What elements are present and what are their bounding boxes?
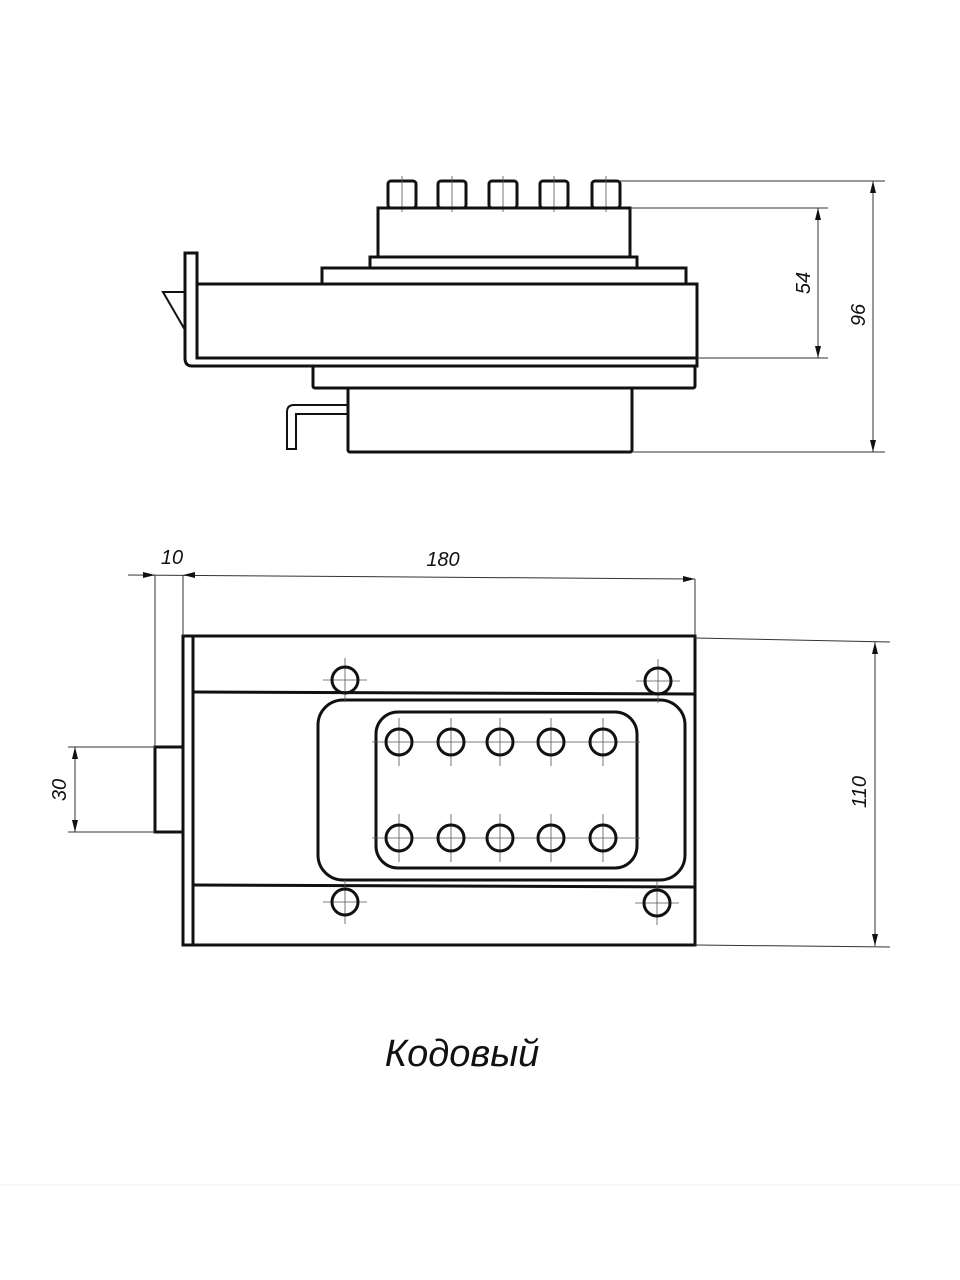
side-view: 54 96 [161,176,885,454]
dimension-label-10: 10 [161,547,183,569]
key-hole [536,823,566,853]
mounting-hole [330,887,360,917]
lower-flange [311,364,697,390]
dimension-label-110: 110 [849,776,871,808]
dimension-label-30: 30 [49,779,71,801]
keypad-housing [376,206,632,259]
keypad-holes [372,718,640,862]
key-hole [436,823,466,853]
mounting-hole [643,666,673,696]
keypad-frame [316,698,687,882]
key-hole [384,823,414,853]
mounting-holes [323,658,680,925]
bolt [153,745,185,834]
lock-body-outline [181,634,697,947]
key-hole [384,727,414,757]
lock-body [195,282,699,360]
dimension-label-54: 54 [793,272,815,294]
key-hole [588,727,618,757]
key-hole [436,727,466,757]
bracket-tab [161,291,186,334]
key-hole [588,823,618,853]
key-hole [485,823,515,853]
key-hole [485,727,515,757]
mounting-bracket [183,251,699,368]
dimension-line-180 [127,574,696,580]
mounting-hole [642,888,672,918]
housing-step [368,255,639,270]
drawing-title: Кодовый [385,1033,540,1075]
lower-block [346,386,634,454]
latch-hook [286,404,348,450]
dimension-label-180: 180 [426,549,459,571]
keypad-plate [374,710,639,870]
flange [320,266,688,286]
mounting-hole [330,665,360,695]
key-hole [536,727,566,757]
dimension-label-96: 96 [848,303,870,326]
top-view: 10 180 30 110 [49,547,891,948]
